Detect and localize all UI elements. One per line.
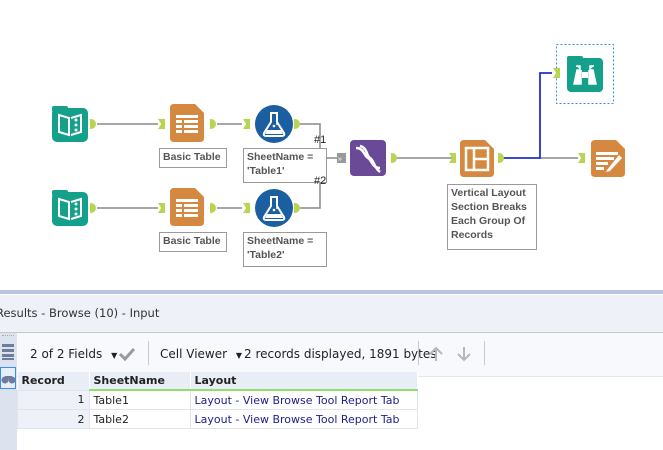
cell-record[interactable]: 2 [17,409,90,429]
column-header-record[interactable]: Record [17,372,90,390]
input-anchor[interactable] [578,153,585,163]
annotation-line: Section Breaks [451,201,527,213]
cell-layout-link[interactable]: Layout - View Browse Tool Report Tab [189,389,418,410]
results-title: Results - Browse (10) - Input [0,295,663,333]
output-anchor[interactable] [90,203,96,213]
table-icon [170,188,204,226]
input-anchor[interactable] [553,68,560,78]
output-anchor[interactable] [210,119,216,129]
basic-table-tool-1[interactable] [170,104,204,142]
render-icon [591,140,625,177]
results-grid: Record SheetName Layout 1 Table1 Layout … [17,372,418,429]
results-toolbar: 2 of 2 Fields ▼ Cell Viewer ▼ 2 records … [17,333,663,377]
tool-annotation: Vertical Layout Section Breaks Each Grou… [447,184,537,250]
annotation-line: Records [451,229,494,241]
basic-table-tool-2[interactable] [170,188,204,226]
cell-sheetname[interactable]: Table1 [88,389,191,410]
toolbar-separator [484,341,485,365]
check-icon[interactable] [118,347,136,361]
arrow-up-icon[interactable] [428,346,444,362]
input-anchor[interactable] [158,119,165,129]
connection-layout-browse-selected [503,72,552,159]
output-anchor[interactable] [498,153,504,163]
flask-icon [255,189,293,227]
toolbar-separator [418,341,419,365]
flask-icon [255,105,293,143]
connection-formula1-union [300,123,321,157]
annotation-line: SheetName = [247,235,314,247]
input-data-icon [52,106,88,142]
output-anchor[interactable] [210,203,216,213]
output-anchor[interactable] [294,203,300,213]
fields-selector[interactable]: 2 of 2 Fields ▼ [30,333,117,377]
dna-icon [350,140,386,176]
report-view-tab[interactable] [0,367,16,389]
table-row[interactable]: 2 Table2 Layout - View Browse Tool Repor… [17,409,418,429]
chevron-down-icon: ▼ [111,351,118,360]
selection-box [556,44,614,104]
view-switcher [0,333,17,450]
report-formula-tool-2[interactable] [255,189,293,227]
report-formula-tool-1[interactable] [255,105,293,143]
table-row[interactable]: 1 Table1 Layout - View Browse Tool Repor… [17,389,418,410]
input-anchor[interactable] [449,153,456,163]
arrow-down-icon[interactable] [456,346,472,362]
cell-layout-link[interactable]: Layout - View Browse Tool Report Tab [189,409,418,429]
tool-annotation: Basic Table [159,232,227,252]
binoculars-icon [1,376,15,384]
connection-label: #2 [314,175,327,187]
column-header-sheetname[interactable]: SheetName [89,372,191,391]
input-data-tool-1[interactable] [52,106,88,142]
annotation-line: Vertical Layout [451,187,526,199]
output-anchor[interactable] [90,119,96,129]
cell-record[interactable]: 1 [17,389,90,410]
chevron-down-icon: ▼ [235,351,243,360]
union-tool[interactable] [350,140,386,176]
render-tool[interactable] [591,140,625,177]
grip-handle[interactable] [2,335,14,338]
table-view-icon[interactable] [1,343,15,361]
binoculars-icon [567,56,603,92]
cell-sheetname[interactable]: Table2 [88,409,191,429]
input-anchor[interactable] [158,203,165,213]
union-input-anchor [337,153,346,163]
tool-annotation: Basic Table [159,148,227,168]
browse-tool[interactable] [567,56,603,92]
connection-label: #1 [314,134,327,146]
toolbar-separator [148,341,149,365]
output-anchor[interactable] [391,153,397,163]
column-header-layout[interactable]: Layout [190,372,418,391]
connections-layer: » [97,44,614,209]
tool-annotation: SheetName = 'Table1' [243,148,327,183]
layout-icon [460,140,494,177]
table-icon [170,104,204,142]
cell-viewer-label: Cell Viewer [160,347,228,361]
fields-selector-label: 2 of 2 Fields [30,347,103,361]
cell-viewer-selector[interactable]: Cell Viewer ▼ [160,333,242,377]
splitter[interactable] [0,290,663,294]
workflow-canvas[interactable]: » Basic Table SheetName = 'Table1' #1 #2… [0,0,663,290]
annotation-line: 'Table2' [247,249,285,261]
input-data-icon [52,190,88,226]
results-panel: Results - Browse (10) - Input 2 of 2 Fie… [0,290,663,450]
records-status: 2 records displayed, 1891 bytes [244,347,437,361]
tool-annotation: SheetName = 'Table2' [243,232,327,267]
input-data-tool-2[interactable] [52,190,88,226]
layout-tool[interactable] [460,140,494,177]
svg-text:»: » [338,156,342,163]
annotation-line: Each Group Of [451,215,526,227]
annotation-line: SheetName = [247,151,314,163]
annotation-line: 'Table1' [247,165,285,177]
output-anchor[interactable] [294,119,300,129]
input-anchor[interactable] [243,119,250,129]
input-anchor[interactable] [243,203,250,213]
